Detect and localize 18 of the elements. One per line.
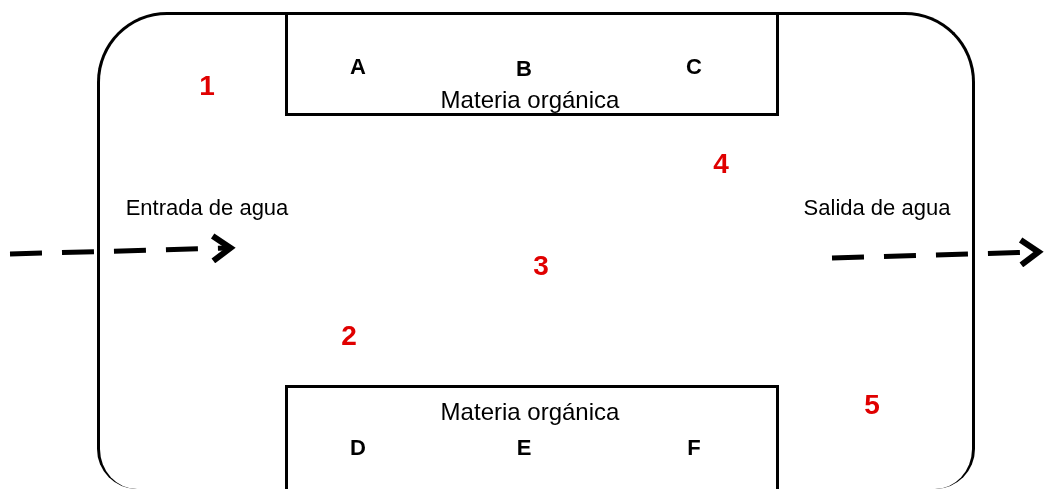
zone-letter: B bbox=[516, 58, 532, 80]
outlet-label: Salida de agua bbox=[803, 197, 951, 219]
organic-matter-box bbox=[285, 12, 779, 116]
zone-letter: F bbox=[687, 437, 701, 459]
zone-number: 2 bbox=[341, 322, 357, 350]
inlet-label: Entrada de agua bbox=[125, 197, 289, 219]
zone-number: 4 bbox=[713, 150, 729, 178]
zone-number: 3 bbox=[533, 252, 549, 280]
zone-letter: A bbox=[350, 56, 366, 78]
tank-outline bbox=[97, 12, 975, 489]
box-label: Materia orgánica bbox=[440, 400, 620, 424]
organic-matter-box bbox=[285, 385, 779, 489]
zone-letter: C bbox=[686, 56, 702, 78]
zone-letter: D bbox=[350, 437, 366, 459]
zone-number: 1 bbox=[199, 72, 215, 100]
box-label: Materia orgánica bbox=[440, 88, 620, 112]
zone-letter: E bbox=[516, 437, 532, 459]
zone-number: 5 bbox=[864, 391, 880, 419]
